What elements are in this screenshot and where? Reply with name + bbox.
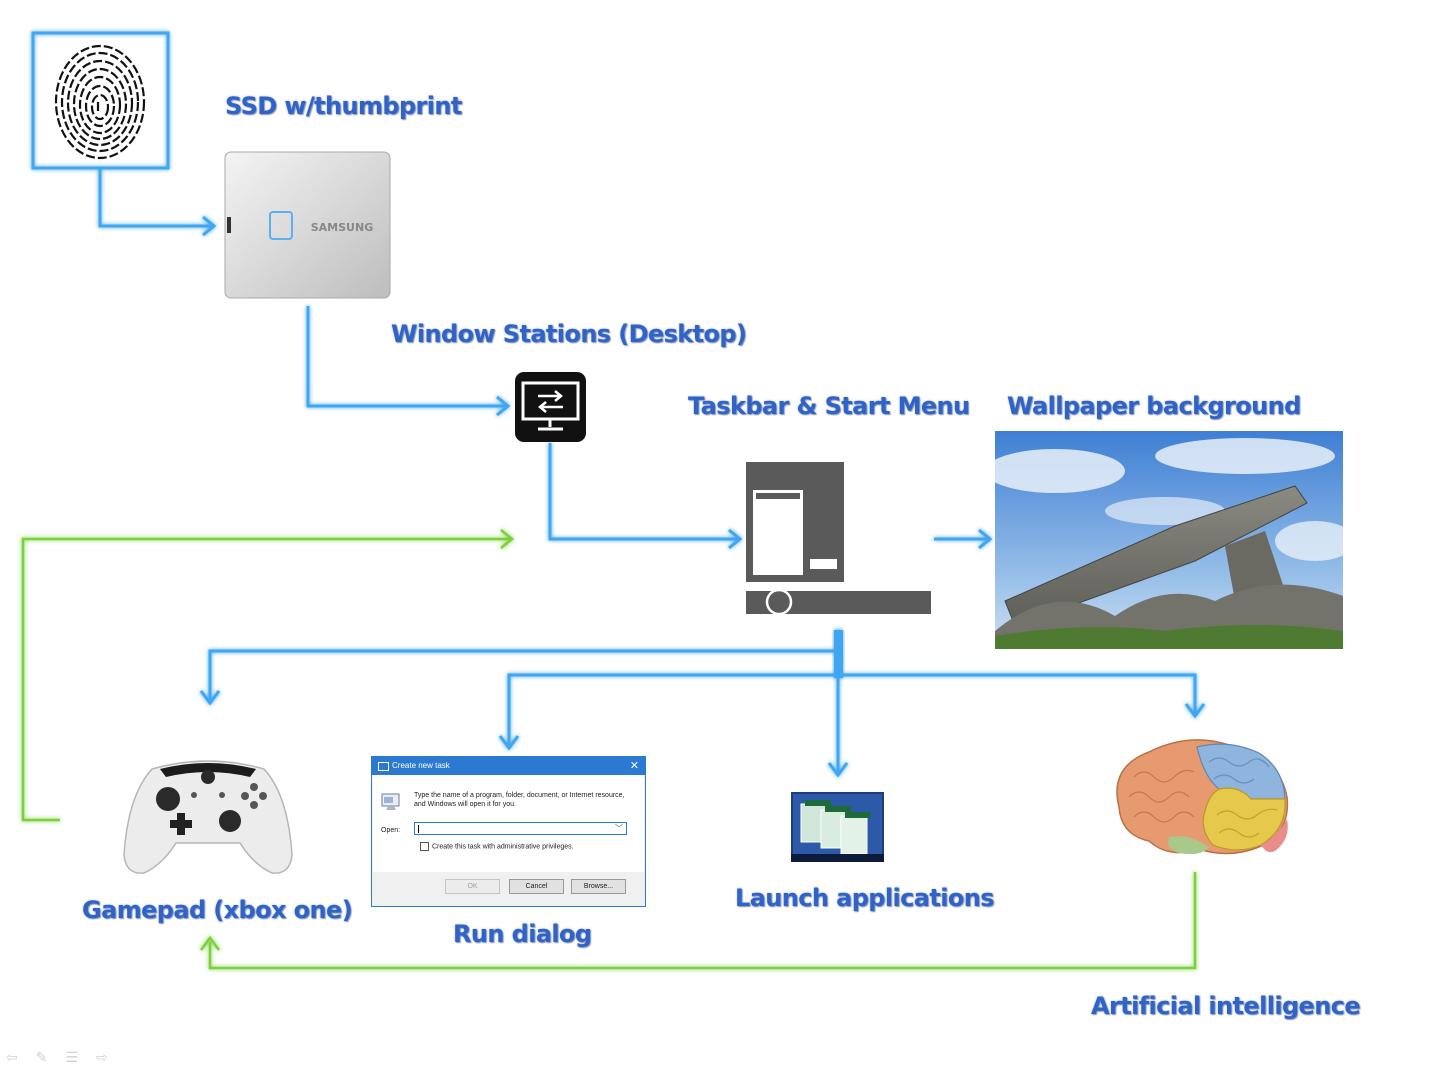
browse-button[interactable]: Browse... bbox=[571, 879, 626, 894]
arrow-head-ai-gamepad bbox=[200, 935, 220, 951]
open-input[interactable]: ﹀ bbox=[414, 822, 627, 835]
label-launch-apps: Launch applications bbox=[735, 884, 995, 912]
ssd-device: SAMSUNG bbox=[224, 151, 391, 299]
connector-fingerprint-ssd bbox=[98, 168, 212, 228]
window-icon bbox=[378, 762, 389, 771]
launch-applications-icon bbox=[791, 792, 884, 862]
admin-checkbox[interactable] bbox=[420, 842, 429, 851]
pen-icon[interactable]: ✎ bbox=[35, 1050, 66, 1066]
connector-ai-gamepad bbox=[208, 872, 1197, 970]
dialog-body: Type the name of a program, folder, docu… bbox=[373, 775, 644, 872]
connector-taskbar-ai bbox=[838, 673, 1197, 713]
label-ssd: SSD w/thumbprint bbox=[225, 92, 462, 120]
text-caret bbox=[418, 825, 419, 833]
dialog-title-bar: Create new task ✕ bbox=[372, 757, 645, 775]
connector-taskbar-gamepad bbox=[208, 649, 838, 700]
ok-button[interactable]: OK bbox=[445, 879, 500, 894]
trunk-stub bbox=[834, 630, 843, 678]
arrow-head-loop bbox=[500, 529, 514, 549]
arrow-head-run bbox=[498, 735, 520, 751]
arrow-head-ssd bbox=[202, 215, 217, 237]
dialog-message: Type the name of a program, folder, docu… bbox=[414, 792, 625, 808]
label-taskbar: Taskbar & Start Menu bbox=[688, 392, 970, 420]
window-station-icon bbox=[514, 371, 587, 443]
back-arrow-icon[interactable]: ⇦ bbox=[6, 1050, 36, 1066]
gamepad-icon bbox=[122, 755, 294, 877]
connector-ssd-station bbox=[306, 306, 506, 408]
admin-checkbox-row[interactable]: Create this task with administrative pri… bbox=[420, 842, 574, 851]
arrow-head-station bbox=[496, 395, 511, 417]
connector-gamepad-loop bbox=[21, 537, 510, 822]
wallpaper-image bbox=[985, 431, 1355, 649]
dialog-title: Create new task bbox=[392, 761, 450, 770]
chevron-down-icon[interactable]: ﹀ bbox=[615, 824, 623, 833]
arrow-head-gamepad bbox=[199, 690, 221, 706]
connector-taskbar-run bbox=[507, 673, 838, 745]
slide-nav-icons: ⇦✎☰⇨ bbox=[6, 1050, 126, 1066]
run-dialog: Create new task ✕ Type the name of a pro… bbox=[371, 756, 646, 907]
admin-checkbox-label: Create this task with administrative pri… bbox=[432, 843, 574, 851]
label-window-stations: Window Stations (Desktop) bbox=[391, 320, 747, 348]
menu-icon[interactable]: ☰ bbox=[65, 1050, 97, 1066]
label-wallpaper: Wallpaper background bbox=[1007, 392, 1301, 420]
taskbar-start-menu-icon bbox=[746, 462, 932, 616]
label-gamepad: Gamepad (xbox one) bbox=[82, 896, 353, 924]
close-icon[interactable]: ✕ bbox=[629, 760, 639, 772]
arrow-head-taskbar bbox=[728, 528, 743, 550]
run-program-icon bbox=[381, 793, 400, 810]
label-run-dialog: Run dialog bbox=[453, 920, 592, 948]
fingerprint-icon bbox=[48, 40, 153, 165]
open-label: Open: bbox=[381, 827, 401, 834]
label-ai: Artificial intelligence bbox=[1091, 992, 1361, 1020]
brain-icon bbox=[1109, 737, 1291, 859]
arrow-head-wallpaper bbox=[978, 528, 993, 550]
forward-arrow-icon[interactable]: ⇨ bbox=[96, 1050, 126, 1066]
arrow-head-ai bbox=[1184, 703, 1206, 719]
arrow-head-launch bbox=[827, 762, 849, 778]
connector-station-taskbar bbox=[548, 443, 738, 541]
ssd-brand: SAMSUNG bbox=[311, 221, 373, 234]
cancel-button[interactable]: Cancel bbox=[509, 879, 564, 894]
